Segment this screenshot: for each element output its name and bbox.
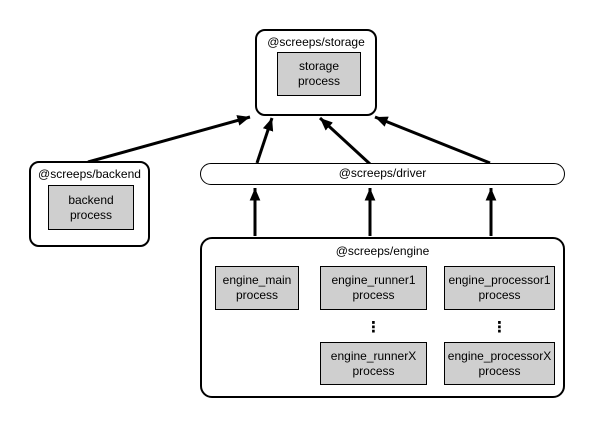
- engine-processorX-process-box: engine_processorX process: [444, 342, 555, 385]
- node-storage-title: @screeps/storage: [267, 35, 365, 49]
- engine-runner1-process-box: engine_runner1 process: [320, 266, 427, 310]
- edge-backend-to-storage: [87, 115, 251, 164]
- edge-driver-to-storage: [318, 116, 372, 166]
- engine-main-process-box: engine_main process: [215, 266, 299, 310]
- node-engine: @screeps/engine engine_main process engi…: [200, 237, 565, 398]
- node-storage: @screeps/storage storage process: [255, 29, 377, 116]
- edge-driver-to-storage: [374, 115, 491, 165]
- processor-ellipsis: ⋮: [492, 318, 507, 336]
- storage-process-box: storage process: [277, 52, 361, 96]
- node-engine-title: @screeps/engine: [335, 244, 430, 258]
- node-backend-title: @screeps/backend: [38, 167, 141, 181]
- runner-ellipsis: ⋮: [366, 318, 381, 336]
- node-backend: @screeps/backend backend process: [29, 161, 150, 247]
- engine-processor1-process-box: engine_processor1 process: [444, 266, 555, 310]
- node-driver: @screeps/driver: [200, 163, 565, 185]
- backend-process-box: backend process: [48, 185, 134, 230]
- engine-runnerX-process-box: engine_runnerX process: [320, 342, 427, 385]
- edge-driver-to-storage: [255, 117, 274, 164]
- node-driver-title: @screeps/driver: [338, 166, 427, 180]
